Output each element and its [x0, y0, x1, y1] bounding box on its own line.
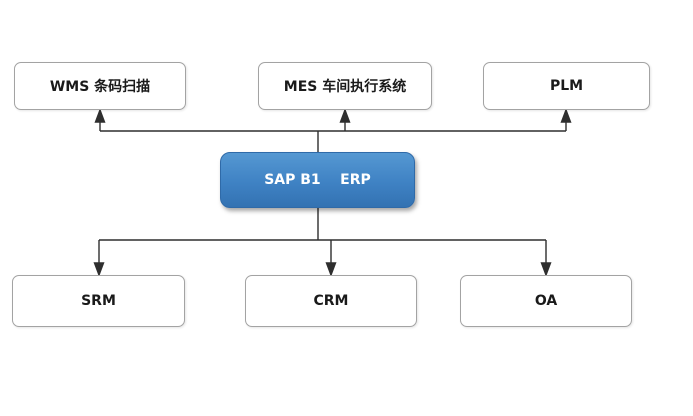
- node-sap-erp: SAP B1 ERP: [220, 152, 415, 208]
- node-oa: OA: [460, 275, 632, 327]
- node-mes-label: MES 车间执行系统: [283, 79, 407, 95]
- node-wms-label: WMS 条码扫描: [49, 79, 151, 95]
- node-crm-label: CRM: [313, 293, 349, 309]
- node-mes: MES 车间执行系统: [258, 62, 432, 110]
- node-srm: SRM: [12, 275, 185, 327]
- node-plm: PLM: [483, 62, 650, 110]
- node-plm-label: PLM: [549, 78, 584, 94]
- node-sap-erp-label: SAP B1 ERP: [264, 172, 371, 188]
- node-oa-label: OA: [534, 293, 558, 309]
- node-crm: CRM: [245, 275, 417, 327]
- node-srm-label: SRM: [81, 293, 116, 309]
- node-wms: WMS 条码扫描: [14, 62, 186, 110]
